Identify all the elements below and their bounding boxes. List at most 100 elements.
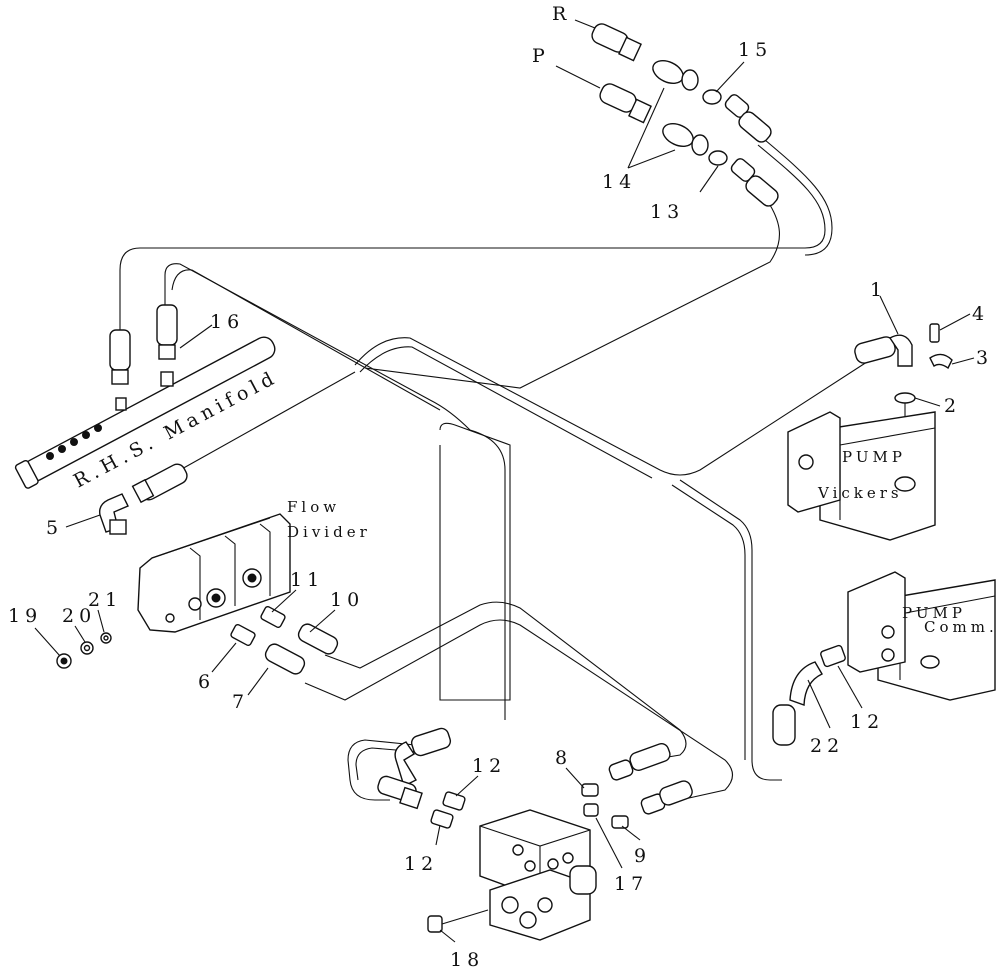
hose-vickers-down-inner <box>671 484 746 760</box>
elbow-1 <box>888 334 913 367</box>
pump-vickers-bolt <box>798 454 814 470</box>
callout-9: 9 <box>634 845 651 867</box>
callout-18: 18 <box>450 949 484 971</box>
fitting-15-hose <box>738 111 772 143</box>
hose-10-loop <box>324 601 687 761</box>
leader-8 <box>565 767 585 789</box>
callout-16: 16 <box>210 311 244 333</box>
hose-manifold-to-fd <box>179 371 356 471</box>
callout-3: 3 <box>976 347 993 369</box>
callout-5: 5 <box>46 517 63 539</box>
callout-6: 6 <box>198 671 215 693</box>
callout-7: 7 <box>232 691 249 713</box>
callout-10: 10 <box>330 589 364 611</box>
adapter-17 <box>583 803 599 817</box>
leader-15 <box>715 61 745 93</box>
pump-comm-bolt-2 <box>881 648 895 662</box>
adapter-14-upper <box>652 59 684 85</box>
leader-20 <box>74 625 86 643</box>
callout-22: 22 <box>810 735 844 757</box>
callout-14: 14 <box>602 171 636 193</box>
bolt-4 <box>929 323 940 343</box>
adapter-14-lower <box>662 122 694 148</box>
pump-vickers-title: PUMP <box>842 448 906 466</box>
rhs-manifold: R.H.S. Manifold <box>14 304 282 492</box>
leader-13 <box>699 165 719 193</box>
adapter-8 <box>581 783 599 797</box>
valve-solenoid <box>569 865 597 895</box>
flow-divider-label-2: Divider <box>287 523 371 541</box>
hose-end-8 <box>629 742 671 772</box>
manifold-port-left <box>115 397 127 411</box>
leader-7 <box>247 667 269 696</box>
manifold-hose-right-nut <box>158 344 176 360</box>
manifold-hose-left <box>109 329 131 371</box>
flow-divider: Flow Divider <box>65 463 371 633</box>
adapter-14-lower-end <box>691 134 709 156</box>
callout-12-upper: 12 <box>472 755 506 777</box>
pump-comm: PUMP Comm. <box>772 571 998 746</box>
hose-p-to-manifold <box>364 204 781 389</box>
hose-end-7 <box>264 643 306 675</box>
adapter-6 <box>230 624 256 646</box>
valve-spool-1 <box>501 896 519 914</box>
pump-comm-title: PUMP <box>902 604 966 622</box>
leader-11 <box>271 589 297 613</box>
manifold-end-cap <box>14 459 39 489</box>
plug-18 <box>427 915 443 933</box>
leader-2 <box>914 397 941 407</box>
pump-comm-bolt-1 <box>881 625 895 639</box>
callout-19: 19 <box>8 605 42 627</box>
pump-comm-port <box>920 655 940 669</box>
pump-comm-flange <box>847 571 906 673</box>
manifold-ports <box>46 424 102 460</box>
top-fittings <box>555 19 779 207</box>
callout-20: 20 <box>62 605 96 627</box>
callout-r: R <box>552 3 571 25</box>
fd-bolt <box>165 613 175 623</box>
hose-end-upper-left <box>410 727 452 757</box>
elbow-upper-left <box>394 741 417 787</box>
plug-18-axis <box>441 909 489 925</box>
manifold-hose-right <box>156 304 178 346</box>
adapter-12-upper <box>442 791 466 811</box>
leader-5 <box>65 514 101 528</box>
pump-vickers-port <box>894 476 916 492</box>
hose-center-loop <box>354 337 871 476</box>
leader-10 <box>309 609 336 633</box>
adapter-14-upper-end <box>681 69 699 91</box>
hose-end-10 <box>297 623 339 655</box>
valve-port-4 <box>562 852 574 864</box>
hose-16-outer <box>171 269 441 411</box>
fittings-6-7-10-11 <box>211 589 339 696</box>
hose-lines <box>119 139 906 801</box>
hose-r-outer <box>764 139 833 256</box>
valve-spool-2 <box>519 911 537 929</box>
callout-4: 4 <box>972 303 989 325</box>
leader-21 <box>97 609 105 633</box>
pump-vickers-brand: Vickers <box>817 484 903 502</box>
flow-divider-label-1: Flow <box>287 498 340 516</box>
hose-vickers-down <box>679 479 782 781</box>
leader-14 <box>627 87 676 169</box>
valve-port-3 <box>547 858 559 870</box>
callout-1: 1 <box>870 279 887 301</box>
leader-1 <box>879 295 899 335</box>
elbow-22-hose <box>772 704 796 746</box>
elbow-5-port <box>109 519 127 535</box>
adapter-9 <box>611 815 629 829</box>
pump-vickers-flange <box>787 411 841 513</box>
hose-lower-left-inner <box>355 747 421 781</box>
hose-r-to-manifold <box>119 144 826 330</box>
callout-17: 17 <box>614 873 648 895</box>
pump-comm-brand: Comm. <box>924 618 998 636</box>
fitting-p-nut <box>628 98 652 124</box>
clamp-3 <box>929 353 953 370</box>
callout-8: 8 <box>555 747 572 769</box>
manifold-tube <box>23 336 276 482</box>
valve-spool-3 <box>537 897 553 913</box>
adapter-12-lower <box>430 809 454 829</box>
leader-16 <box>179 324 213 349</box>
leader-12-pump <box>837 665 863 709</box>
